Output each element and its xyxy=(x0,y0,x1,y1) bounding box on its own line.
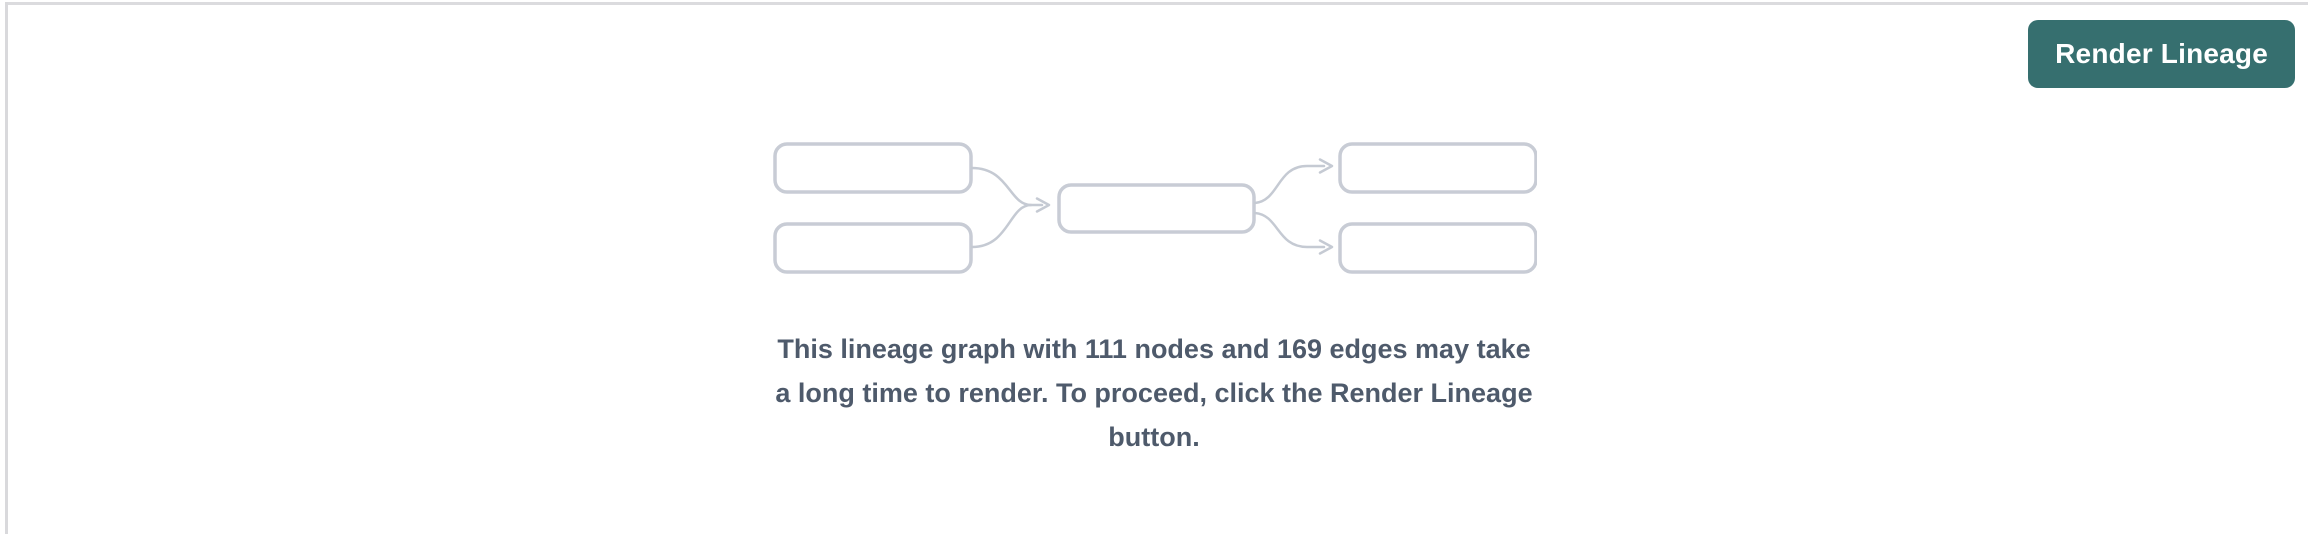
warning-line-2: a long time to render. To proceed, click… xyxy=(775,378,1533,408)
render-lineage-button[interactable]: Render Lineage xyxy=(2028,20,2295,88)
graph-edge-bottom-left xyxy=(970,203,1033,249)
graph-arrowhead-top-right xyxy=(1318,158,1334,174)
warning-line-3: button. xyxy=(1108,422,1200,452)
lineage-graph-icon xyxy=(773,142,1537,274)
graph-node-target-top xyxy=(1338,142,1537,194)
graph-node-middle xyxy=(1057,183,1256,234)
graph-edge-top-right xyxy=(1253,164,1326,205)
lineage-placeholder: This lineage graph with 111 nodes and 16… xyxy=(759,139,1549,459)
graph-edge-top-left xyxy=(970,166,1044,207)
lineage-warning-message: This lineage graph with 111 nodes and 16… xyxy=(759,327,1549,459)
graph-arrowhead-middle xyxy=(1035,197,1051,213)
panel-left-border xyxy=(5,2,8,534)
graph-node-source-top xyxy=(773,142,973,194)
graph-arrowhead-bottom-right xyxy=(1318,239,1334,255)
graph-node-target-bottom xyxy=(1338,222,1537,274)
panel-top-border xyxy=(5,2,2308,5)
graph-edge-bottom-right xyxy=(1253,211,1326,249)
warning-line-1: This lineage graph with 111 nodes and 16… xyxy=(777,334,1531,364)
graph-node-source-bottom xyxy=(773,222,973,274)
